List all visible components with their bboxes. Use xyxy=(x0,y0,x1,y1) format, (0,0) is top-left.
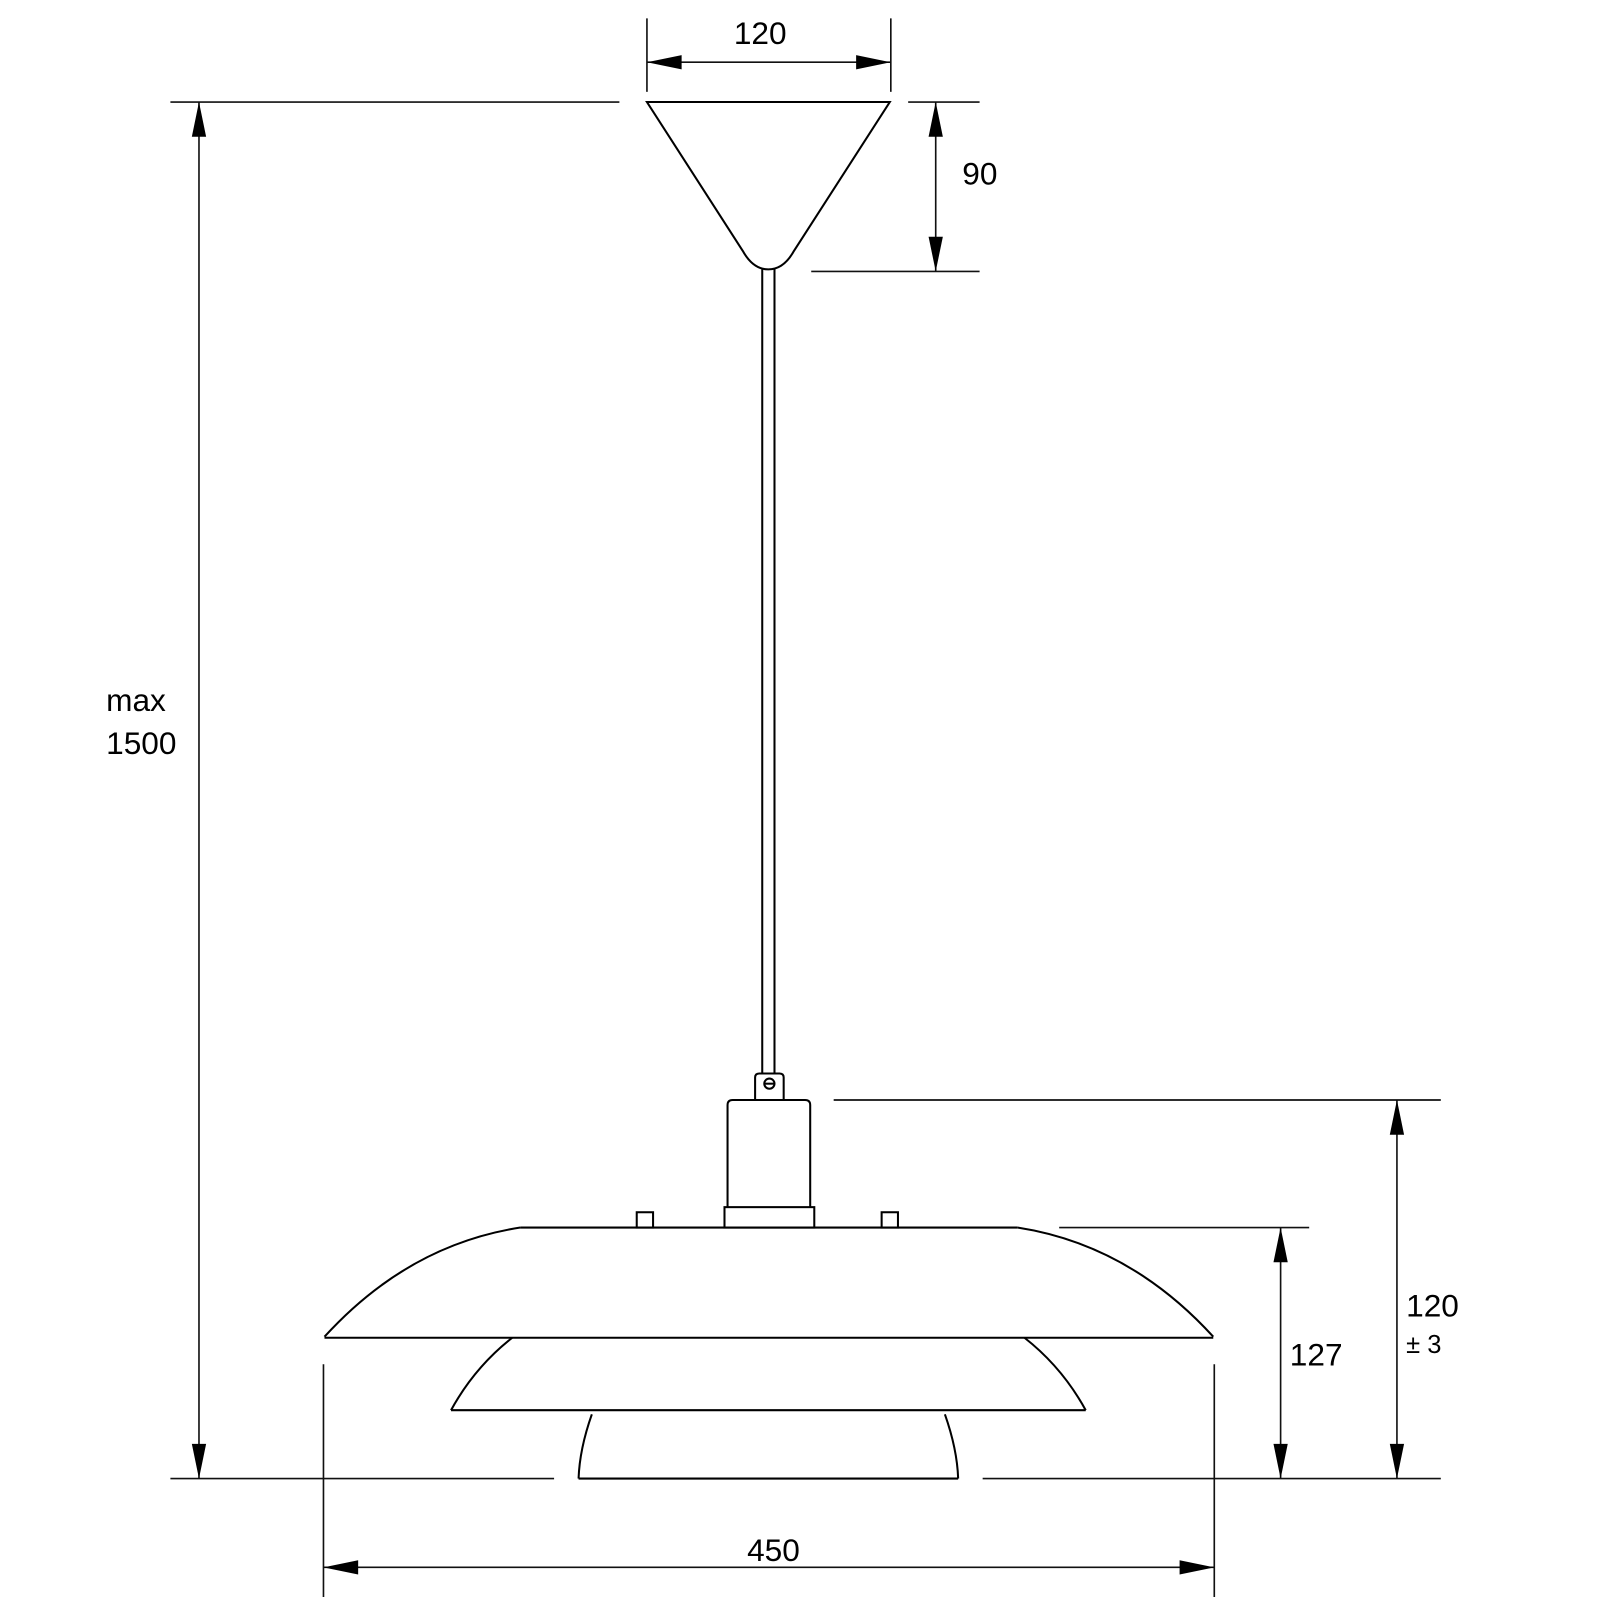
shade-height-label: 127 xyxy=(1290,1336,1343,1372)
dimension-canopy-height: 90 xyxy=(811,101,997,273)
fitting-height-label: 120 xyxy=(1406,1287,1459,1323)
middle-shade xyxy=(450,1336,1087,1412)
dimension-canopy-width: 120 xyxy=(646,15,892,92)
top-shade-stud-right xyxy=(880,1211,899,1229)
total-height-label: 1500 xyxy=(106,725,176,761)
canopy-width-label: 120 xyxy=(734,15,787,51)
fitting-height-tolerance: ± 3 xyxy=(1406,1331,1441,1359)
cord-clamp xyxy=(754,1072,785,1100)
shade-diameter-label: 450 xyxy=(747,1532,800,1568)
suspension-cord xyxy=(761,269,776,1074)
dimension-shade-height: 127 xyxy=(1059,1226,1343,1479)
dimension-shade-diameter: 450 xyxy=(322,1364,1216,1597)
top-shade-stud-left xyxy=(635,1211,655,1229)
socket-housing xyxy=(723,1098,816,1229)
total-height-prefix: max xyxy=(106,682,166,718)
bottom-shade xyxy=(577,1413,960,1480)
ceiling-canopy xyxy=(645,101,892,271)
dimension-total-height: max 1500 xyxy=(106,101,620,1480)
dimension-fitting-height: 120 ± 3 xyxy=(833,1099,1459,1479)
top-shade xyxy=(323,1211,1215,1339)
canopy-height-label: 90 xyxy=(962,156,997,192)
